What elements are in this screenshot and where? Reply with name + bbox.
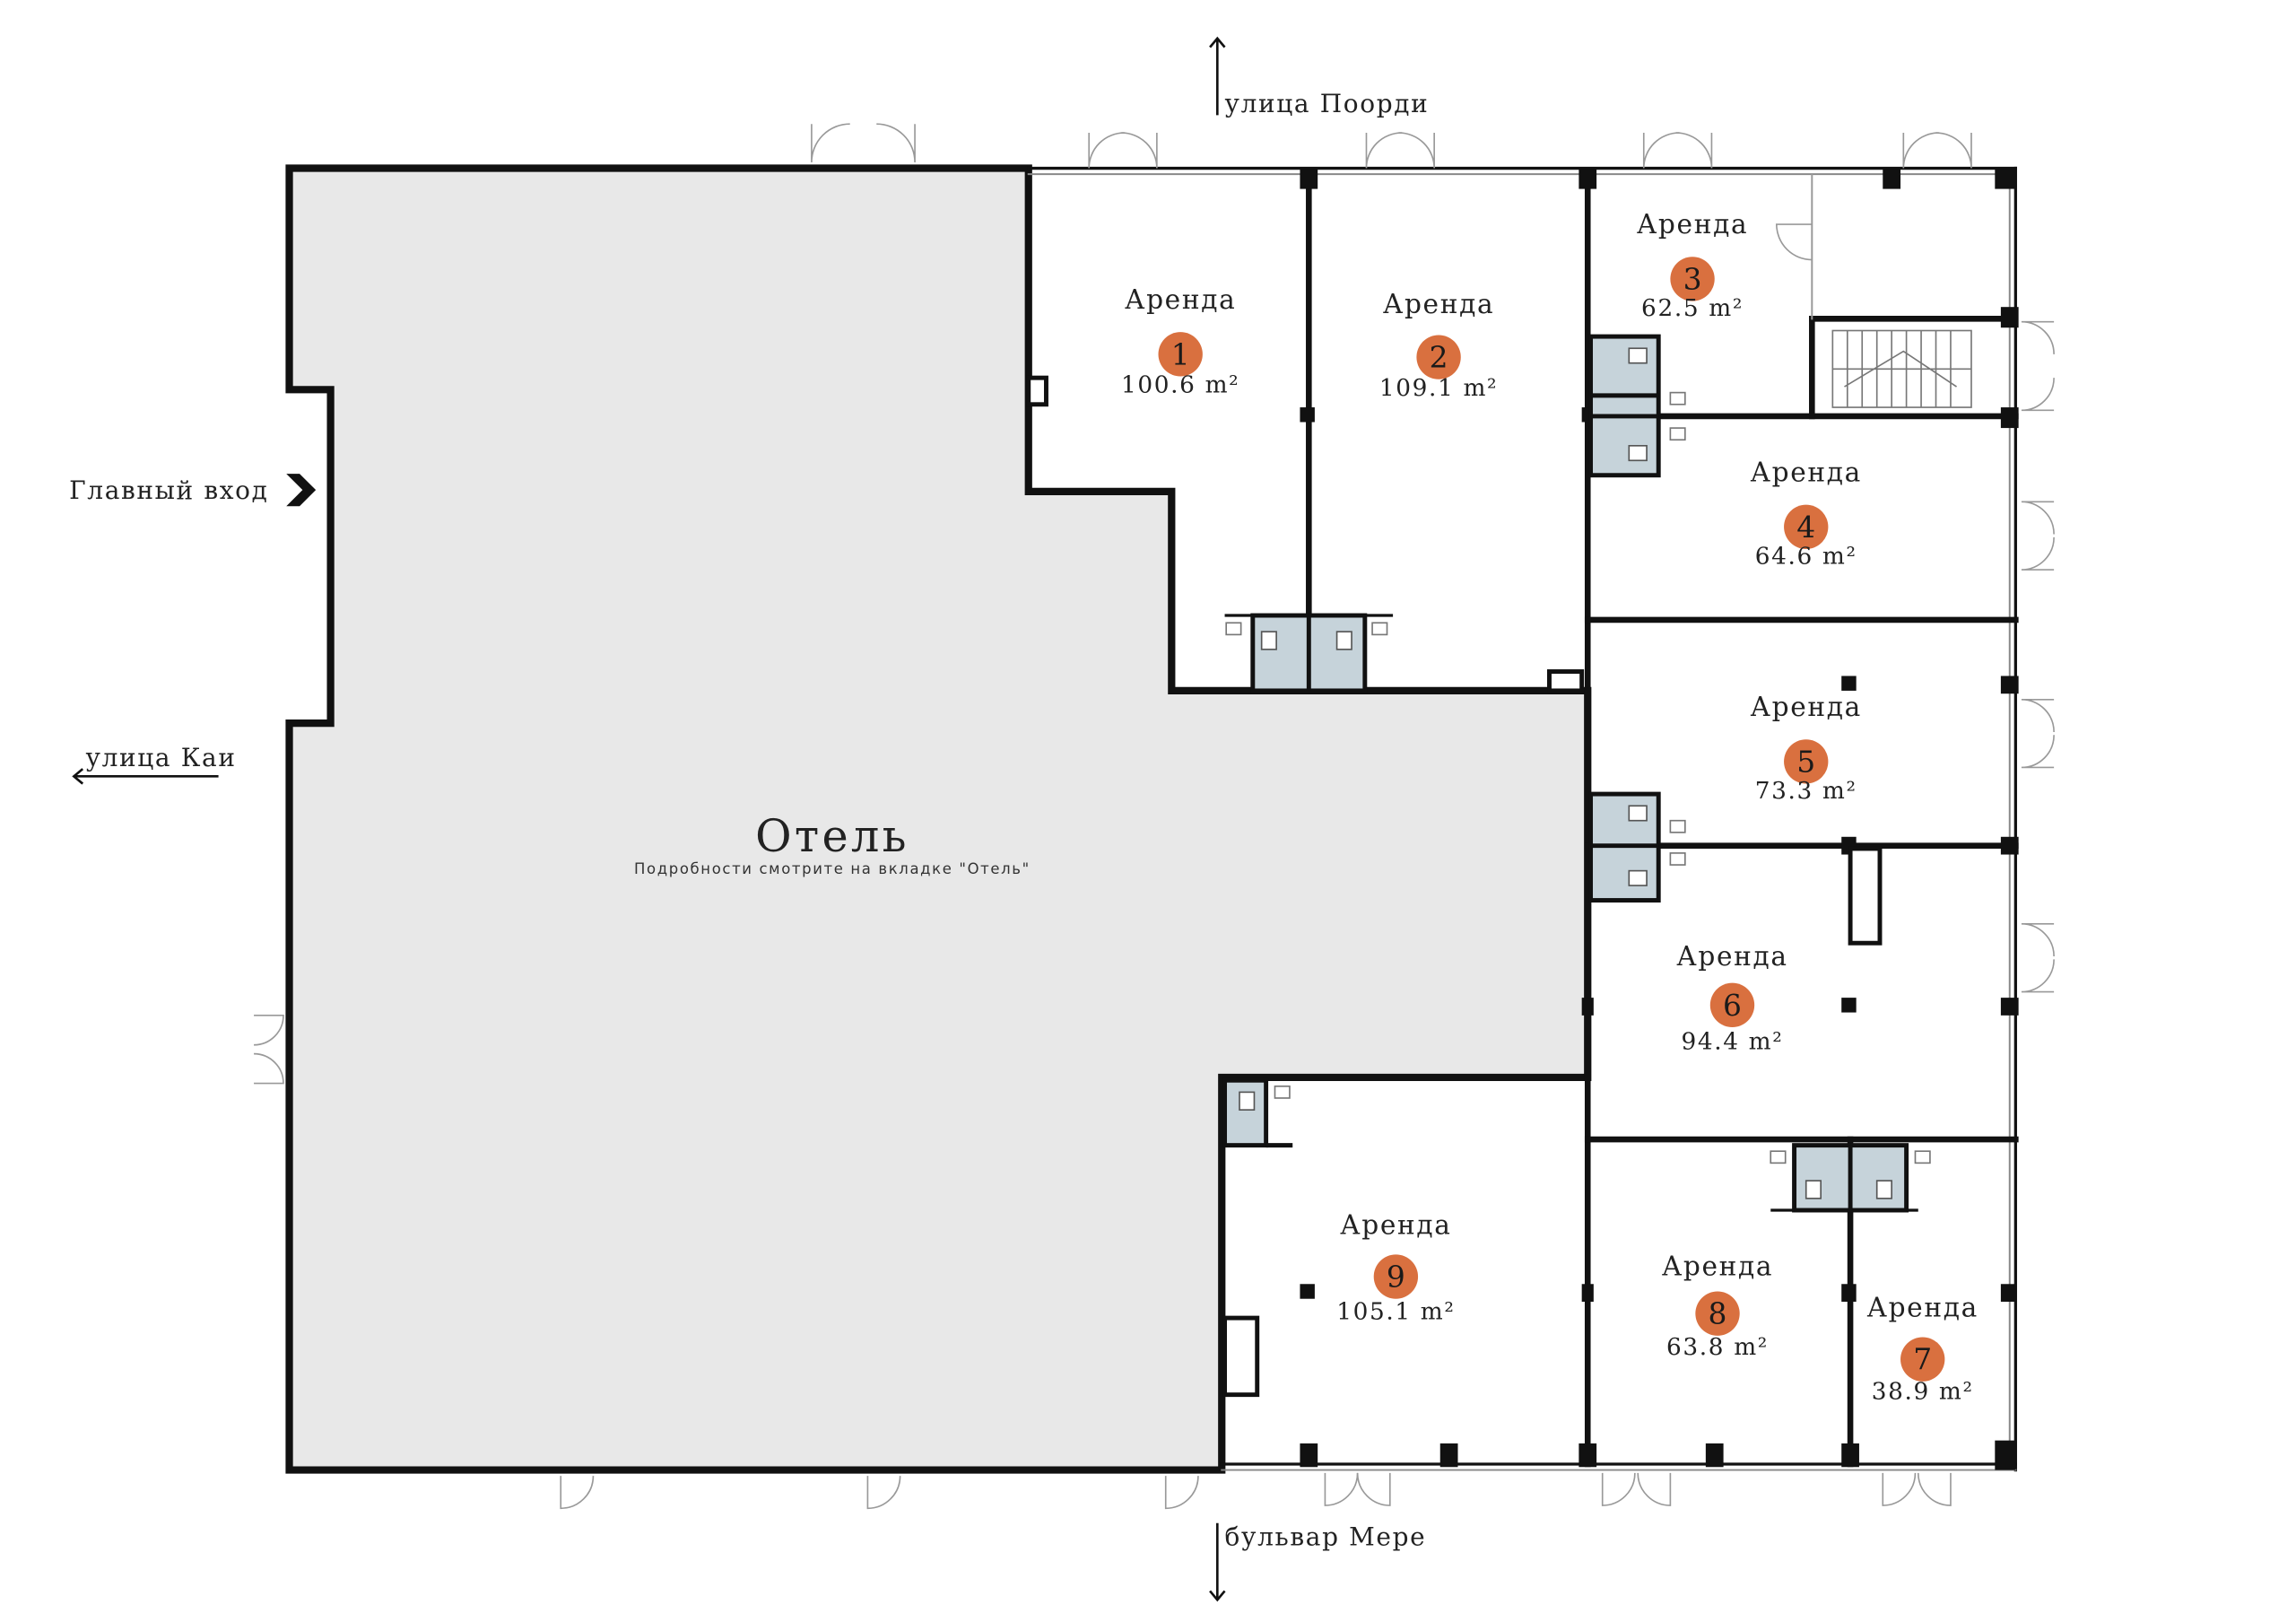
street-label-north: улица Поорди [1225,89,1430,118]
unit-number: 6 [1723,988,1742,1023]
door-south-2 [866,1476,901,1510]
door-east-3 [2021,698,2055,769]
hotel-floor[interactable] [285,164,1592,1474]
shafts [1026,375,1883,1398]
staircase [1831,329,1972,408]
unit-number: 8 [1709,1296,1727,1331]
unit-number-badge [1158,332,1203,377]
unit-number-badge [1709,982,1755,1028]
unit-area: 100.6 m² [1121,372,1239,399]
outer-walls [1027,166,2017,1472]
door-east-1 [2021,320,2055,412]
wc-unit-9 [1222,1077,1293,1148]
door-north-2 [1088,132,1158,169]
hotel-area[interactable] [285,164,1592,1474]
main-entrance[interactable]: Главный вход [69,474,317,507]
unit-number: 3 [1683,261,1702,296]
columns [1300,168,2019,1470]
unit-number-badge [1784,504,1829,549]
door-east-4 [2021,923,2055,993]
door-south-5 [1601,1472,1672,1506]
unit-label: Аренда [1383,289,1494,319]
unit-area: 105.1 m² [1336,1299,1455,1326]
street-label-west: улица Каи [86,743,237,772]
unit-number: 1 [1171,336,1190,371]
rental-unit-7[interactable]: Аренда 738.9 m² [1866,1292,1978,1405]
unit-number-badge [1900,1337,1945,1382]
unit-area: 38.9 m² [1872,1379,1974,1406]
unit-area: 109.1 m² [1379,375,1498,402]
street-label-south: бульвар Мере [1225,1522,1427,1551]
rental-unit-9[interactable]: Аренда 9 105.1 m² [1336,1209,1455,1325]
entrance-label: Главный вход [69,475,268,505]
rental-unit-3[interactable]: Аренда 362.5 m² [1637,209,1748,322]
door-south-1 [560,1476,595,1510]
wc-units-5-6 [1588,791,1686,903]
door-south-6 [1882,1472,1952,1506]
wc-units-3-4 [1588,334,1686,478]
unit-label: Аренда [1637,209,1748,240]
arrow-south-icon [1209,1522,1226,1602]
door-north-4 [1642,132,1713,169]
chevron-right-icon [286,474,317,507]
unit-area: 64.6 m² [1755,543,1857,570]
door-south-3 [1164,1476,1199,1510]
unit-number: 9 [1387,1260,1405,1295]
unit-label: Аренда [1866,1292,1978,1322]
street-arrows [72,36,1226,1602]
rental-unit-8[interactable]: Аренда 8 63.8 m² [1662,1251,1773,1361]
unit-label: Аренда [1676,941,1787,972]
unit-number-badge [1373,1254,1419,1299]
unit-label: Аренда [1751,692,1862,722]
unit-number-badge [1670,257,1715,301]
unit-number-badge [1784,739,1829,784]
door-unit-3 [1776,223,1813,261]
unit-label: Аренда [1340,1209,1451,1240]
door-east-2 [2021,501,2055,571]
unit-number-badge [1416,335,1461,379]
unit-number: 2 [1430,340,1448,375]
rental-unit-6[interactable]: Аренда 6 94.4 m² [1676,941,1787,1056]
arrow-north-icon [1209,36,1226,116]
door-north-3 [1365,132,1435,169]
doors [254,123,2055,1510]
unit-area: 73.3 m² [1755,778,1857,805]
wc-blocks [1222,334,1931,1213]
unit-area: 62.5 m² [1641,295,1744,322]
hotel-note: Подробности смотрите на вкладке "Отель" [634,860,1031,877]
unit-label: Аренда [1125,284,1236,315]
unit-area: 94.4 m² [1681,1029,1783,1056]
wc-units-7-8 [1770,1143,1931,1213]
arrow-west-icon [72,768,219,785]
unit-number: 4 [1796,510,1815,545]
unit-label: Аренда [1662,1251,1773,1281]
unit-number-badge [1695,1291,1740,1336]
door-west-1 [254,1015,284,1085]
hotel-title: Отель [755,810,909,862]
unit-area: 63.8 m² [1666,1334,1769,1361]
rental-unit-4[interactable]: Аренда 464.6 m² [1751,457,1862,570]
door-north-1 [811,123,916,162]
unit-label: Аренда [1751,457,1862,487]
wc-units-1-2 [1224,613,1394,693]
unit-number: 7 [1913,1342,1932,1377]
rental-unit-5[interactable]: Аренда 573.3 m² [1751,692,1862,805]
door-north-5 [1902,132,1972,169]
unit-number: 5 [1796,744,1815,779]
door-south-4 [1324,1472,1391,1506]
